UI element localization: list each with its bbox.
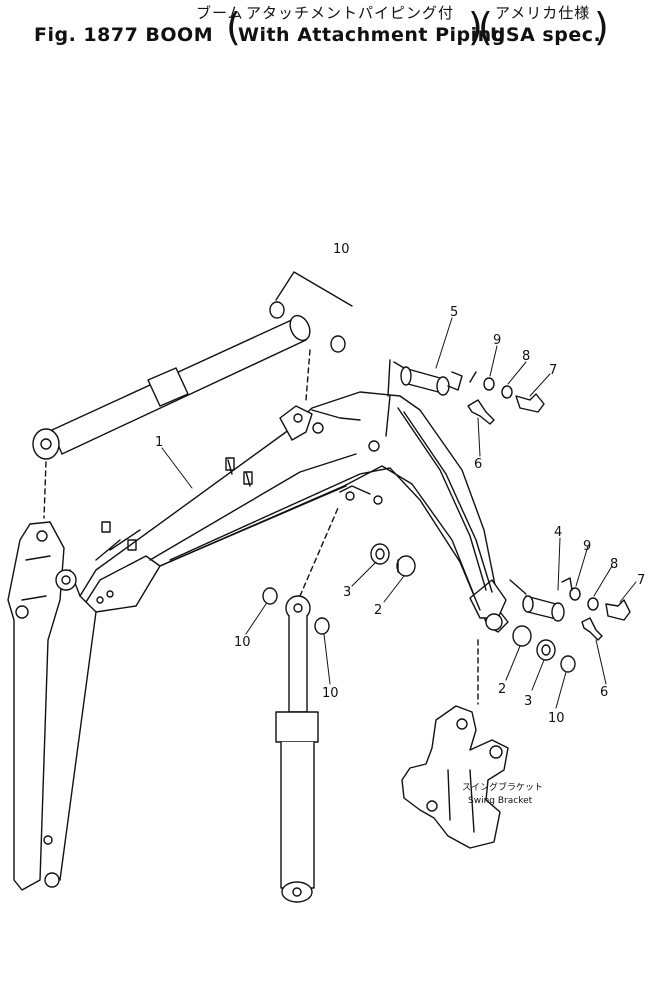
callout-7-a: 7 (549, 363, 557, 378)
callout-9-a: 9 (493, 333, 501, 348)
callout-7-b: 7 (637, 573, 645, 588)
washer-10-d (314, 617, 330, 635)
washer-10-a (269, 301, 285, 319)
subtitle1: With Attachment Piping (238, 24, 506, 46)
figure-header: ブーム アタッチメントパイピング付 アメリカ仕様 Fig. 1877 BOOM … (0, 0, 669, 60)
paren-open-1: ( (226, 5, 241, 49)
arm (7, 521, 97, 891)
callout-3-b: 3 (524, 694, 532, 709)
swing-bracket-label-jp: スイングブラケット (462, 781, 543, 793)
leader-lines (161, 317, 637, 709)
callout-1: 1 (155, 435, 163, 450)
leader-10-top (275, 271, 353, 307)
washer-10-c (262, 587, 278, 605)
bushings-lower (512, 625, 576, 673)
callout-10-right: 10 (548, 711, 565, 726)
callout-4: 4 (554, 525, 562, 540)
title-jp: ブーム (196, 4, 244, 22)
subtitle2: USA spec. (490, 24, 602, 46)
washer-10-b (330, 335, 346, 353)
callout-8-a: 8 (522, 349, 530, 364)
callout-10-top: 10 (333, 242, 350, 257)
boom-cylinder-upper (32, 314, 311, 519)
swing-bracket (401, 639, 509, 849)
bushings-upper (370, 543, 416, 577)
pin-5-assembly (393, 361, 545, 425)
callout-2-b: 2 (498, 682, 506, 697)
boom (55, 359, 509, 633)
subtitle2-jp: アメリカ仕様 (495, 4, 591, 22)
subtitle1-jp: アタッチメントパイピング付 (246, 4, 455, 22)
paren-close-2: ) (594, 5, 609, 49)
callout-2-a: 2 (374, 603, 382, 618)
callout-10-mid: 10 (322, 686, 339, 701)
callout-5: 5 (450, 305, 458, 320)
pin-4-assembly (509, 577, 631, 641)
paren-open-2: ( (478, 5, 493, 49)
callout-8-b: 8 (610, 557, 618, 572)
callout-6-a: 6 (474, 457, 482, 472)
callout-3-a: 3 (343, 585, 351, 600)
boom-cylinder-lower (275, 507, 339, 903)
swing-bracket-label-en: Swing Bracket (468, 796, 533, 806)
figure-title: Fig. 1877 BOOM (34, 24, 214, 46)
paren-close-1: ) (468, 5, 483, 49)
callout-10-left: 10 (234, 635, 251, 650)
callout-9-b: 9 (583, 539, 591, 554)
callout-6-b: 6 (600, 685, 608, 700)
